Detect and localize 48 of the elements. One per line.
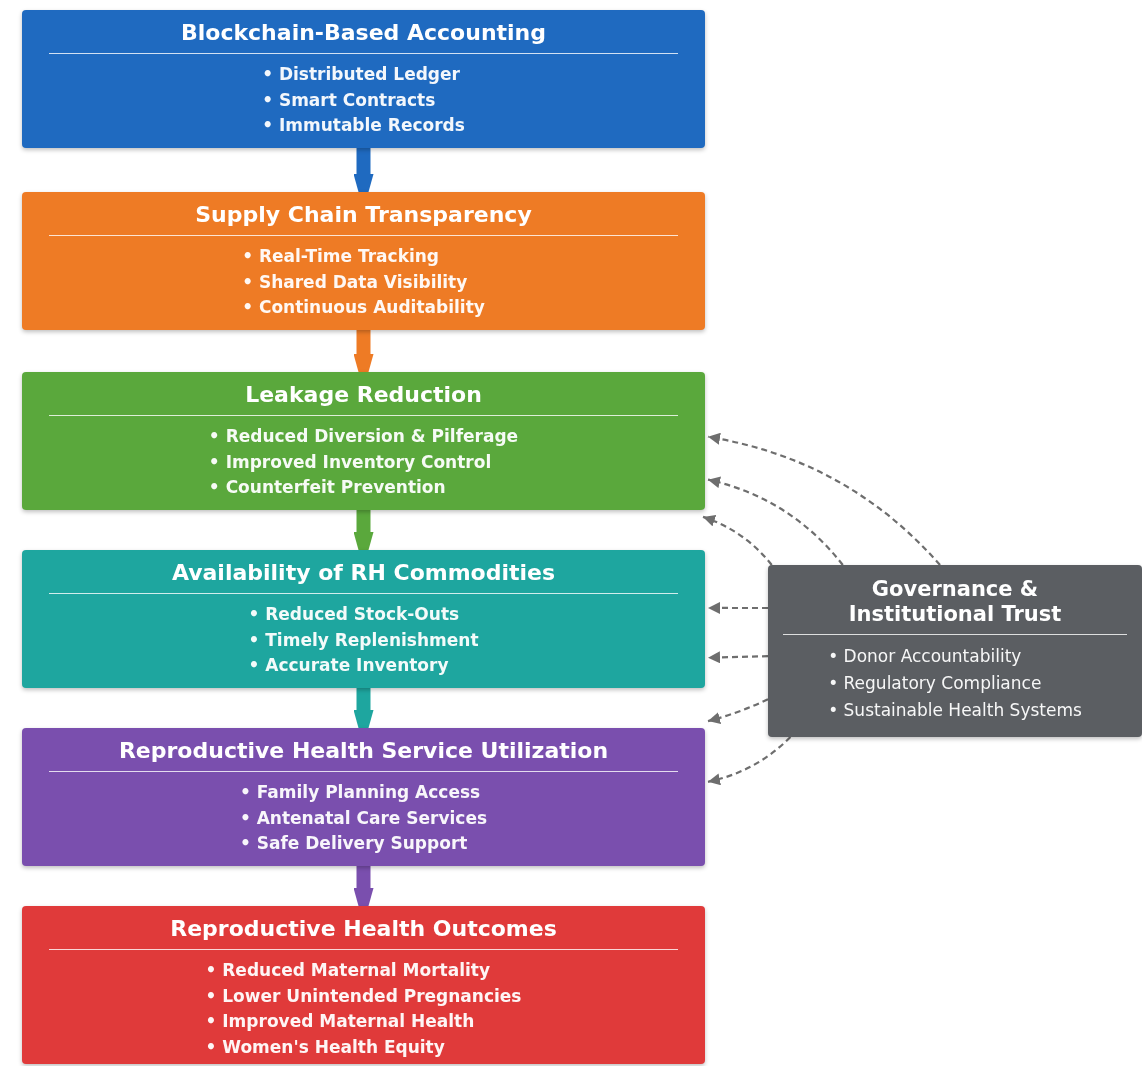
block-arrow — [353, 148, 374, 194]
box-heading: Reproductive Health Service Utilization — [118, 738, 609, 765]
dashed-arrow — [707, 736, 792, 785]
bullet-item: • Women's Health Equity — [205, 1035, 445, 1059]
bullet-item: • Family Planning Access — [239, 781, 481, 805]
process-box — [22, 728, 705, 866]
process-box — [22, 372, 705, 510]
box-heading: Blockchain-Based Accounting — [181, 20, 546, 47]
process-box — [22, 906, 705, 1064]
bullet-item: • Lower Unintended Pregnancies — [205, 984, 522, 1008]
box-heading: Supply Chain Transparency — [195, 202, 532, 229]
process-box — [22, 10, 705, 148]
bullet-item: • Shared Data Visibility — [242, 270, 468, 294]
bullet-item: • Reduced Stock-Outs — [248, 603, 460, 627]
bullet-item: • Continuous Auditability — [242, 296, 485, 320]
process-box — [22, 550, 705, 688]
process-box — [22, 192, 705, 330]
bullet-item: • Real-Time Tracking — [242, 245, 440, 269]
dashed-arrow — [707, 651, 769, 664]
bullet-item: • Reduced Maternal Mortality — [205, 959, 491, 983]
bullet-item: • Immutable Records — [262, 114, 465, 138]
bullet-item: • Donor Accountability — [828, 645, 1022, 669]
dashed-arrow — [707, 476, 844, 566]
bullet-item: • Smart Contracts — [262, 88, 436, 112]
block-arrow — [353, 330, 374, 374]
box-heading: Availability of RH Commodities — [171, 560, 556, 587]
bullet-item: • Regulatory Compliance — [828, 672, 1042, 696]
info-box — [768, 565, 1142, 737]
block-arrow — [353, 866, 374, 908]
dashed-arrow — [707, 698, 769, 724]
dashed-arrow — [702, 515, 773, 566]
box-heading: Leakage Reduction — [245, 382, 482, 409]
block-arrow — [353, 688, 374, 730]
bullet-item: • Improved Inventory Control — [208, 450, 492, 474]
bullet-item: • Counterfeit Prevention — [208, 476, 446, 500]
bullet-item: • Timely Replenishment — [248, 628, 479, 652]
box-heading: Reproductive Health Outcomes — [170, 916, 557, 943]
bullet-item: • Distributed Ledger — [262, 63, 460, 87]
bullet-item: • Reduced Diversion & Pilferage — [208, 425, 519, 449]
bullet-item: • Sustainable Health Systems — [828, 699, 1082, 723]
dashed-arrow — [707, 433, 941, 566]
bullet-item: • Improved Maternal Health — [205, 1010, 475, 1034]
bullet-item: • Accurate Inventory — [248, 654, 449, 678]
bullet-item: • Antenatal Care Services — [239, 806, 488, 830]
block-arrow — [353, 510, 374, 552]
dashed-arrow — [708, 601, 768, 614]
box-heading: Governance & Institutional Trust — [847, 577, 1063, 628]
bullet-item: • Safe Delivery Support — [239, 832, 468, 856]
